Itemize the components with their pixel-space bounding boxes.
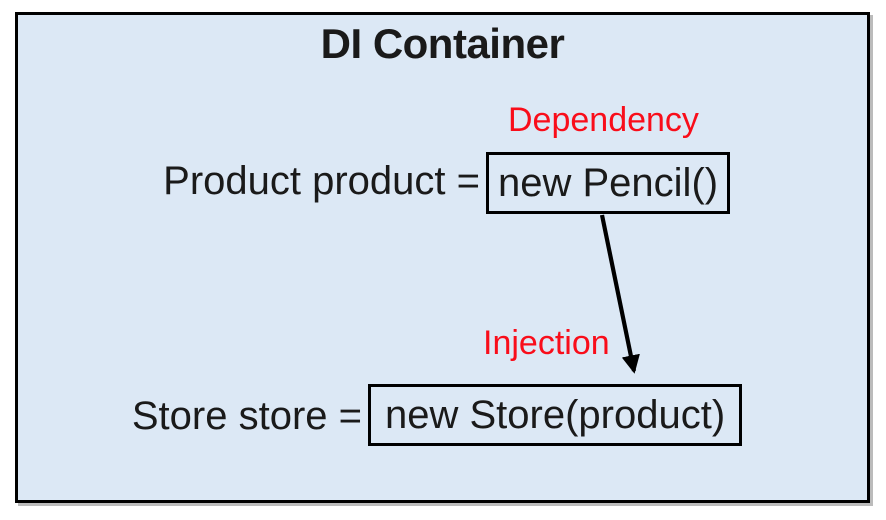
product-assignment-text: Product product = bbox=[163, 159, 480, 203]
store-assignment-text: Store store = bbox=[131, 394, 362, 438]
store-instantiation-box: new Store(product) bbox=[368, 384, 743, 446]
pencil-instantiation-box: new Pencil() bbox=[486, 152, 731, 214]
di-container-box bbox=[15, 12, 870, 503]
injection-label: Injection bbox=[483, 324, 610, 362]
diagram-title: DI Container bbox=[320, 20, 565, 67]
dependency-label: Dependency bbox=[508, 101, 699, 139]
